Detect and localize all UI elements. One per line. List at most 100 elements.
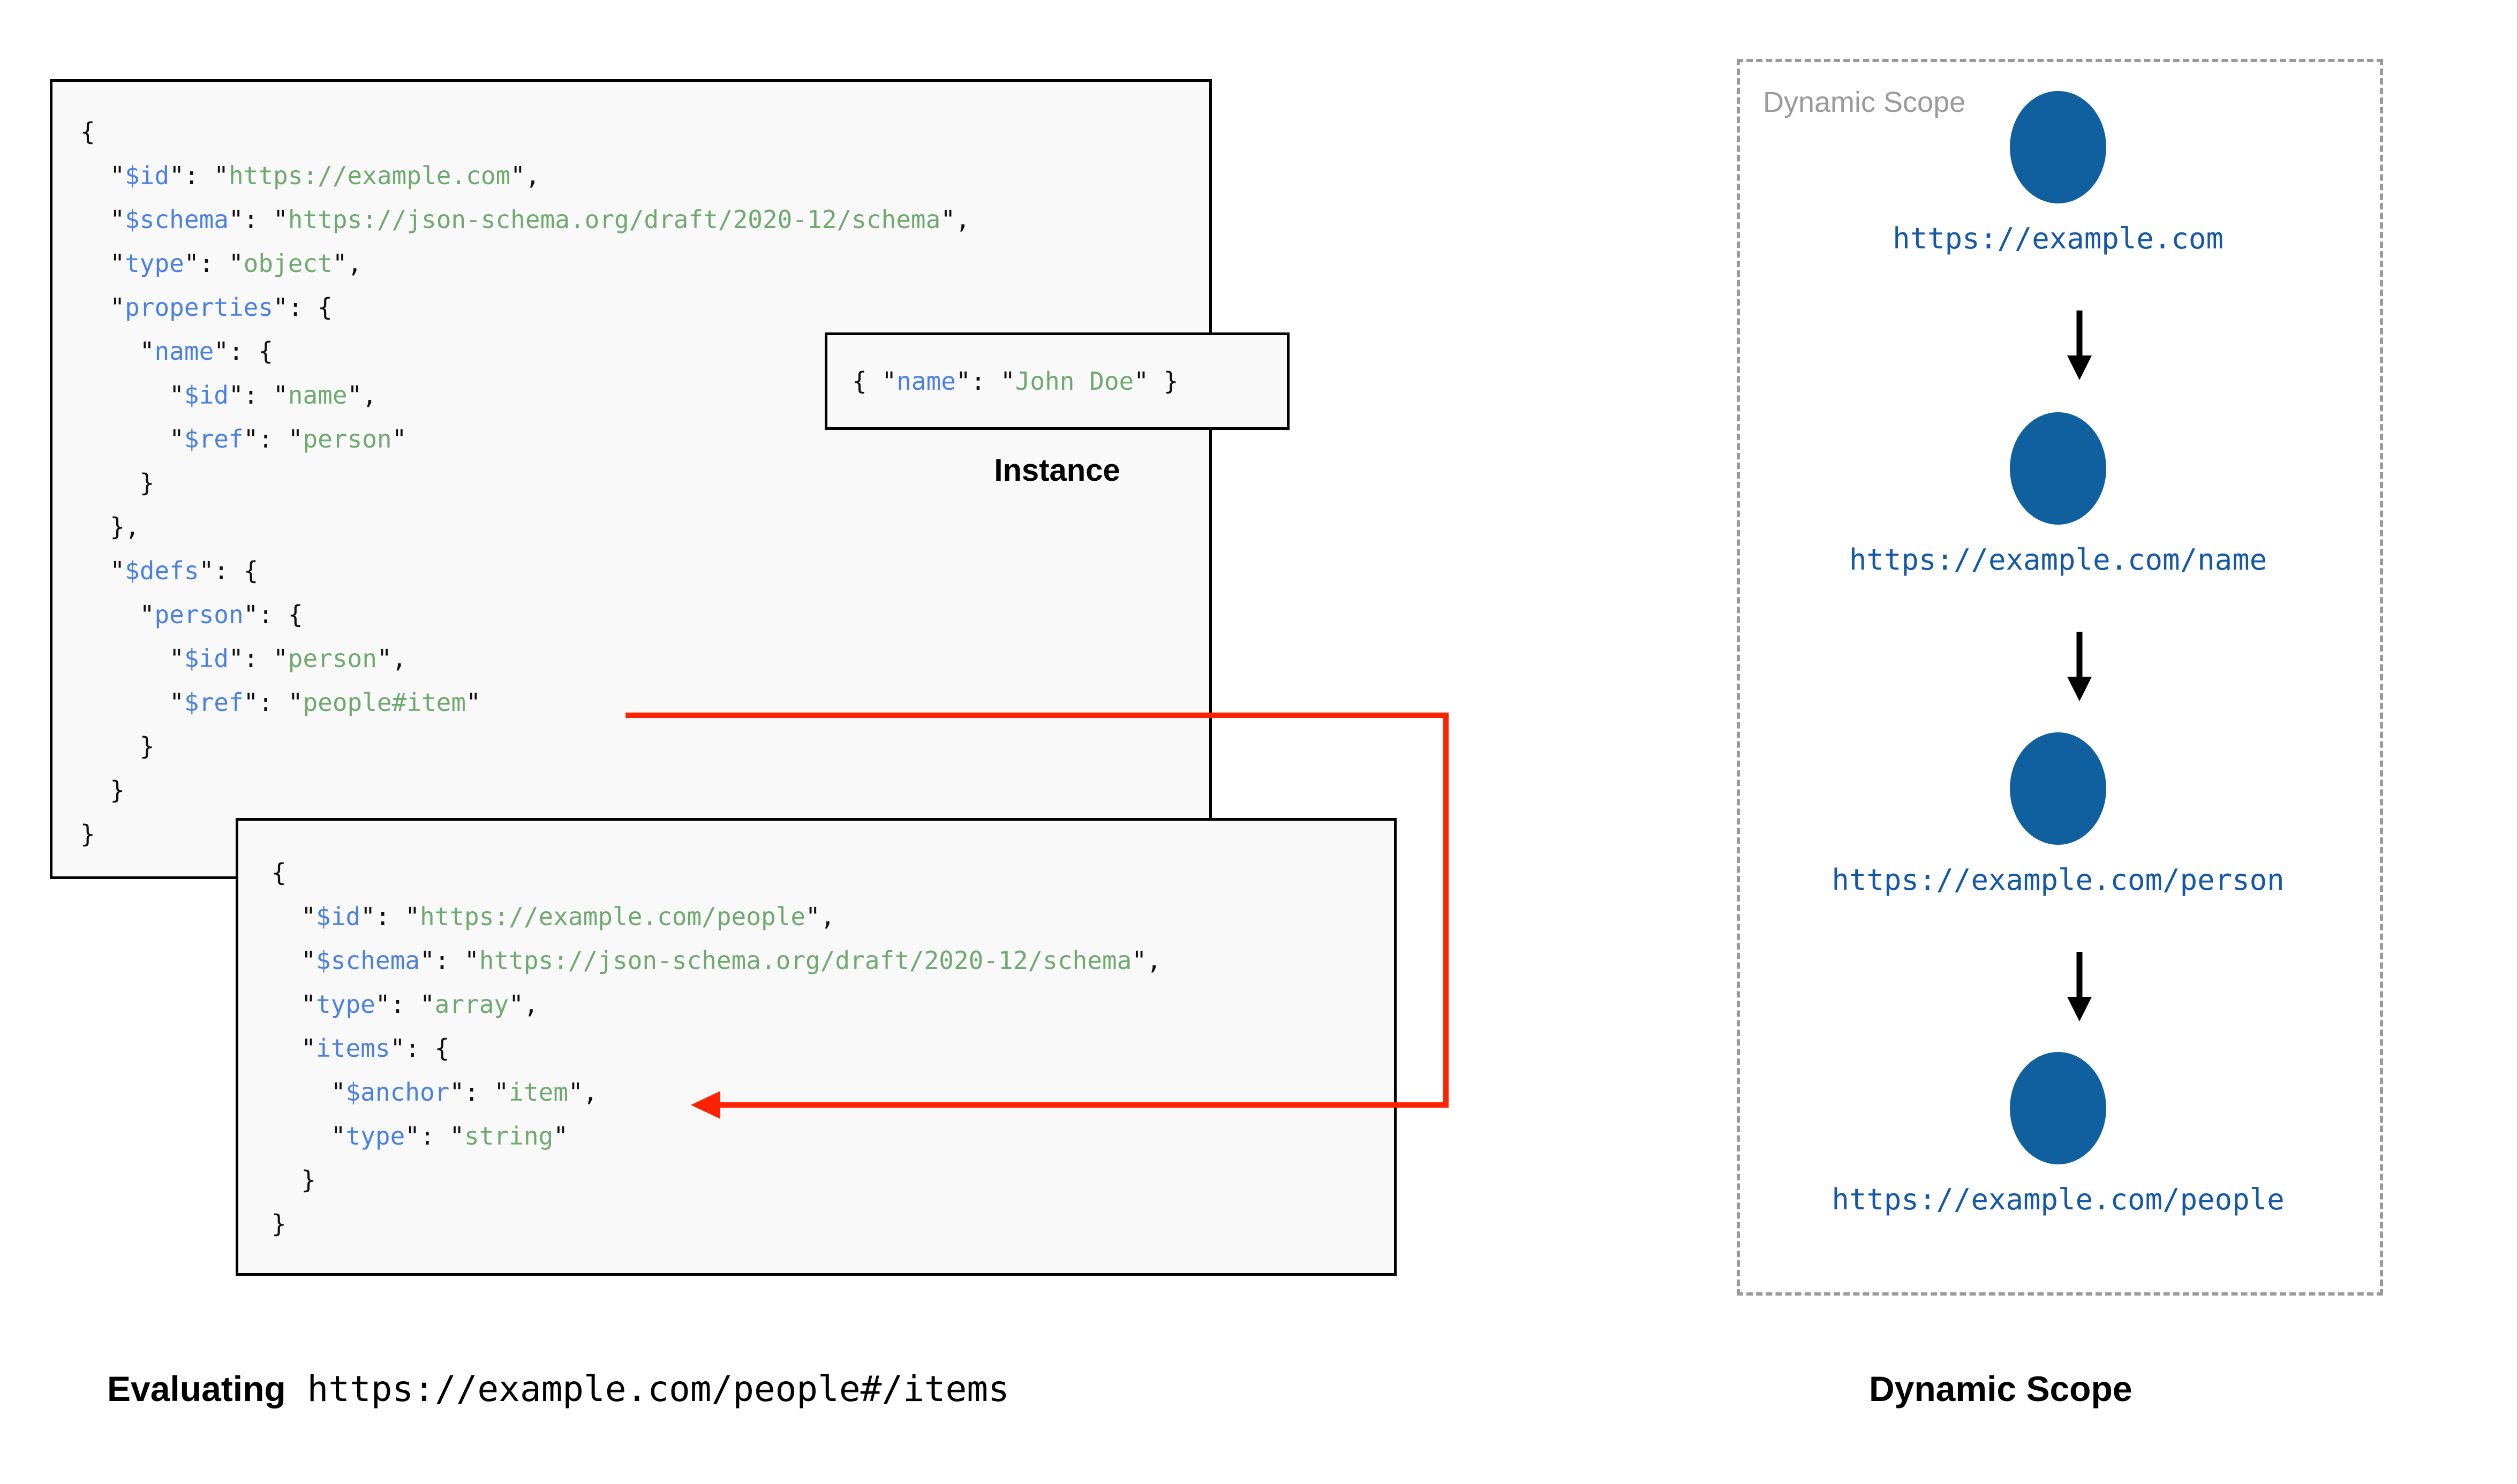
json-key: $id [125,161,170,190]
json-punct: ": " [360,902,420,931]
json-string: item [509,1078,568,1107]
json-punct: ": " [375,990,435,1019]
json-punct: ", [376,644,407,673]
json-punct: " [80,249,125,278]
json-punct: ": " [243,425,303,453]
instance-box: { "name": "John Doe" } [825,332,1290,430]
code-line: "type": "array", [272,982,1394,1026]
code-line: "$ref": "people#item" [80,680,1209,724]
json-string: array [434,990,509,1019]
code-line: { "name": "John Doe" } [852,359,1178,403]
json-punct: " } [1134,367,1179,396]
code-line: { [272,851,1394,895]
json-key: person [154,600,244,629]
json-punct: ", [510,161,540,190]
json-key: $schema [125,205,229,234]
json-punct: " [80,600,155,629]
code-line: "$schema": "https://json-schema.org/draf… [80,198,1209,241]
code-line: "$defs": { [80,549,1209,593]
json-punct: " [80,293,125,322]
json-punct: ": " [405,1122,465,1150]
code-line: "$id": "name", [80,373,1209,417]
scope-node-1: https://example.com/name [1790,412,2326,577]
json-punct: " [272,1078,346,1107]
json-string: John Doe [1015,367,1134,396]
code-line: "$anchor": "item", [272,1070,1394,1114]
json-punct: } [80,820,95,849]
caption-evaluating: Evaluating https://example.com/people#/i… [107,1368,1009,1410]
json-punct: ", [940,205,970,234]
json-punct: " [80,644,184,673]
json-string: people#item [303,688,466,717]
scope-node-0: https://example.com [1790,91,2326,255]
code-line: "$ref": "person" [80,417,1209,461]
json-punct: ": " [955,367,1015,396]
code-line: "$id": "https://example.com/people", [272,895,1394,938]
scope-node-label: https://example.com/people [1832,1183,2285,1216]
scope-node-circle [2010,732,2106,845]
scope-node-label: https://example.com [1893,222,2224,255]
json-punct: { [272,858,287,887]
code-line: } [80,768,1209,812]
json-punct: } [80,776,125,805]
code-line: "person": { [80,593,1209,637]
json-string: https://json-schema.org/draft/2020-12/sc… [479,946,1132,975]
scope-node-label: https://example.com/name [1849,543,2267,577]
json-punct: { " [852,367,897,396]
scope-arrow-down-icon [2067,952,2092,1021]
json-punct: ": " [419,946,479,975]
code-line: } [272,1158,1394,1202]
json-punct: ": { [199,556,259,585]
json-key: name [154,337,214,366]
json-string: https://example.com [228,161,511,190]
code-line: { [80,110,1209,154]
json-punct: ": " [449,1078,509,1107]
json-punct: }, [80,512,140,541]
caption-evaluating-bold: Evaluating [107,1369,286,1409]
json-key: $ref [184,688,244,717]
json-punct: ": " [169,161,229,190]
scope-node-label: https://example.com/person [1832,863,2285,897]
json-key: name [896,367,956,396]
json-punct: " [80,688,184,717]
json-punct: " [80,205,125,234]
json-key: $ref [184,425,244,453]
json-punct: ": { [273,293,333,322]
json-punct: } [80,468,155,497]
json-punct: " [553,1122,568,1150]
json-punct: ": " [228,205,288,234]
json-punct: ": { [214,337,274,366]
instance-label: Instance [994,453,1120,488]
json-punct: ": " [184,249,244,278]
json-punct: ": " [228,381,288,410]
json-punct: ", [332,249,363,278]
code-line: } [80,461,1209,505]
json-punct: ": { [243,600,303,629]
json-punct: " [80,161,125,190]
json-key: $anchor [345,1078,450,1107]
json-punct: " [272,1122,346,1150]
code-line: "type": "string" [272,1114,1394,1158]
scope-node-circle [2010,91,2106,203]
json-punct: ", [347,381,377,410]
json-punct: } [272,1209,287,1238]
json-key: type [125,249,184,278]
json-key: $id [316,902,361,931]
json-string: https://json-schema.org/draft/2020-12/sc… [288,205,941,234]
json-key: properties [125,293,274,322]
scope-node-circle [2010,412,2106,525]
caption-dynamic-scope: Dynamic Scope [1869,1369,2132,1409]
code-line: "properties": { [80,285,1209,329]
json-punct: " [80,381,184,410]
json-punct: ": { [390,1034,450,1063]
json-key: $defs [125,556,199,585]
json-punct: " [272,1034,316,1063]
code-line: "type": "object", [80,241,1209,285]
json-string: https://example.com/people [419,902,806,931]
code-line: } [80,812,1209,856]
json-punct: ", [568,1078,598,1107]
json-punct: " [272,990,316,1019]
json-string: person [288,644,377,673]
json-punct: ", [805,902,835,931]
scope-arrow-down-icon [2067,632,2092,701]
